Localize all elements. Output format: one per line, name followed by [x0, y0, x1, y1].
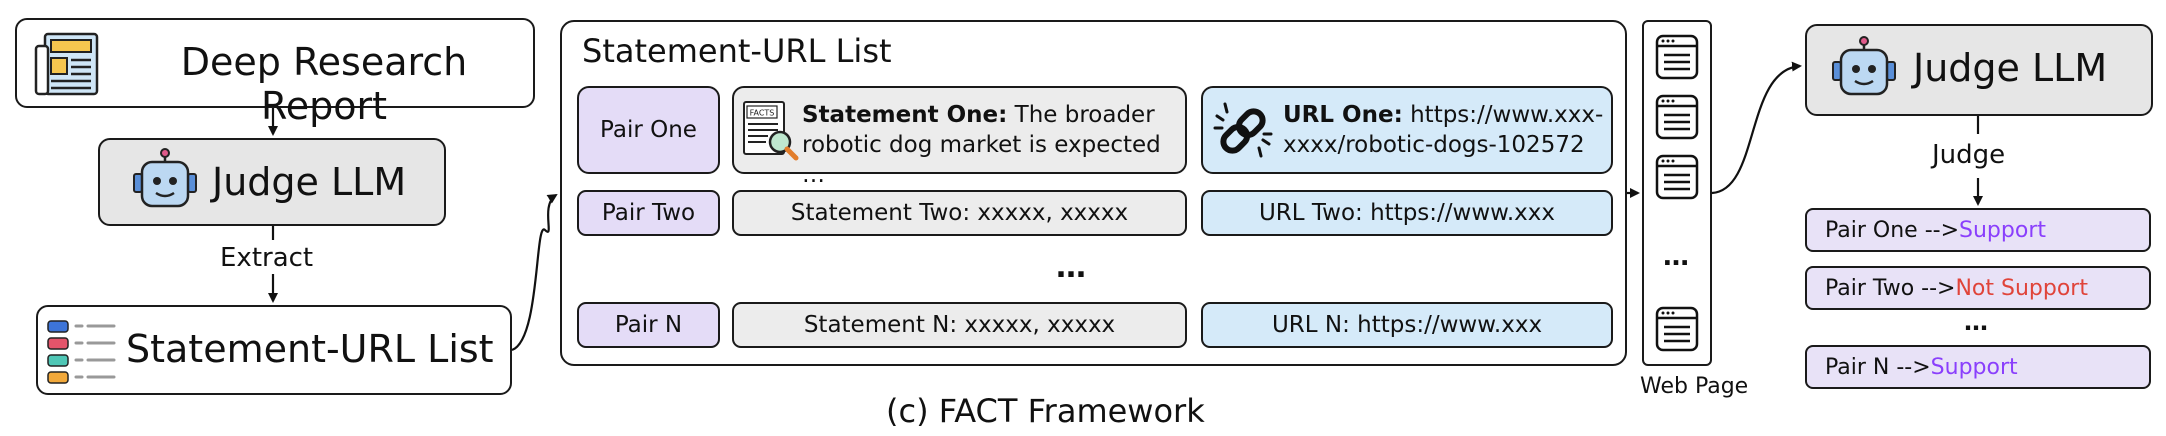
url-n-box: URL N: https://www.xxx: [1201, 302, 1613, 348]
pair-n-box: Pair N: [577, 302, 720, 348]
newspaper-icon: [31, 28, 103, 104]
webpage-icon: [1655, 154, 1699, 204]
url-one-box: URL One: https://www.xxx-xxxx/robotic-do…: [1201, 86, 1613, 174]
result-pair-two-verdict: Not Support: [1955, 275, 2088, 301]
result-pair-one-verdict: Support: [1959, 217, 2046, 243]
judge-action-label: Judge: [1932, 140, 2006, 170]
webpage-icon: [1655, 94, 1699, 144]
facts-stamp: FACTS: [750, 109, 775, 118]
statement-one-box: FACTS Statement One: The broader robotic…: [732, 86, 1187, 188]
statement-two-box: Statement Two: xxxxx, xxxxx: [732, 190, 1187, 236]
webpage-column: …: [1642, 20, 1712, 366]
panel-title: Statement-URL List: [582, 32, 892, 70]
pair-one-label: Pair One: [600, 117, 697, 143]
statement-url-list-box-left: Statement-URL List: [36, 305, 512, 395]
facts-document-icon: FACTS: [740, 98, 800, 166]
link-icon: [1211, 98, 1275, 168]
result-pair-two-label: Pair Two -->: [1825, 275, 1956, 301]
judge-label-right: Judge LLM: [1913, 46, 2108, 90]
extract-label: Extract: [220, 243, 314, 273]
url-two-box: URL Two: https://www.xxx: [1201, 190, 1613, 236]
judge-llm-box-left: Judge LLM: [98, 138, 446, 226]
statement-two-text: Statement Two: xxxxx, xxxxx: [790, 200, 1129, 226]
pair-one-box: Pair One: [577, 86, 720, 174]
result-pair-one: Pair One --> Support: [1805, 208, 2151, 252]
webpage-label: Web Page: [1640, 374, 1749, 399]
pair-n-label: Pair N: [614, 312, 683, 338]
url-n-text: URL N: https://www.xxx: [1271, 312, 1543, 338]
pair-two-box: Pair Two: [577, 190, 720, 236]
webpage-icon: [1655, 34, 1699, 84]
result-pair-n-label: Pair N -->: [1825, 354, 1931, 380]
result-pair-two: Pair Two --> Not Support: [1805, 266, 2151, 310]
webpage-icon: [1655, 306, 1699, 356]
pair-two-label: Pair Two: [601, 200, 696, 226]
url-two-text: URL Two: https://www.xxx: [1258, 200, 1556, 226]
judge-llm-box-right: Judge LLM: [1805, 24, 2153, 116]
result-pair-n: Pair N --> Support: [1805, 345, 2151, 389]
webpage-ellipsis: …: [1663, 242, 1689, 272]
statement-one-prefix: Statement One:: [802, 102, 1008, 128]
figure-caption: (c) FACT Framework: [886, 392, 1205, 430]
result-pair-n-verdict: Support: [1930, 354, 2018, 380]
statement-n-text: Statement N: xxxxx, xxxxx: [803, 312, 1116, 338]
statement-n-box: Statement N: xxxxx, xxxxx: [732, 302, 1187, 348]
robot-icon: [130, 148, 200, 222]
url-one-prefix: URL One:: [1283, 102, 1403, 128]
arrow-webpage-to-judge: [1711, 61, 1802, 195]
arrow-list-to-panel: [511, 193, 558, 352]
deep-research-report-box: Deep Research Report: [15, 18, 535, 128]
statement-one-text: The broader robotic dog market is expect…: [802, 102, 1161, 188]
result-pair-one-label: Pair One -->: [1825, 217, 1960, 243]
statement-url-list-panel: Statement-URL List Pair One FACTS Statem…: [560, 20, 1627, 366]
list-label-left: Statement-URL List: [126, 327, 494, 371]
results-ellipsis: …: [1964, 308, 1988, 336]
url-one-text: https://www.xxx-xxxx/robotic-dogs-102572: [1283, 102, 1604, 158]
judge-label-left: Judge LLM: [212, 160, 407, 204]
rows-ellipsis: …: [1056, 250, 1086, 285]
robot-icon: [1829, 36, 1899, 110]
list-icon: [44, 317, 120, 391]
report-label: Deep Research Report: [180, 40, 468, 128]
